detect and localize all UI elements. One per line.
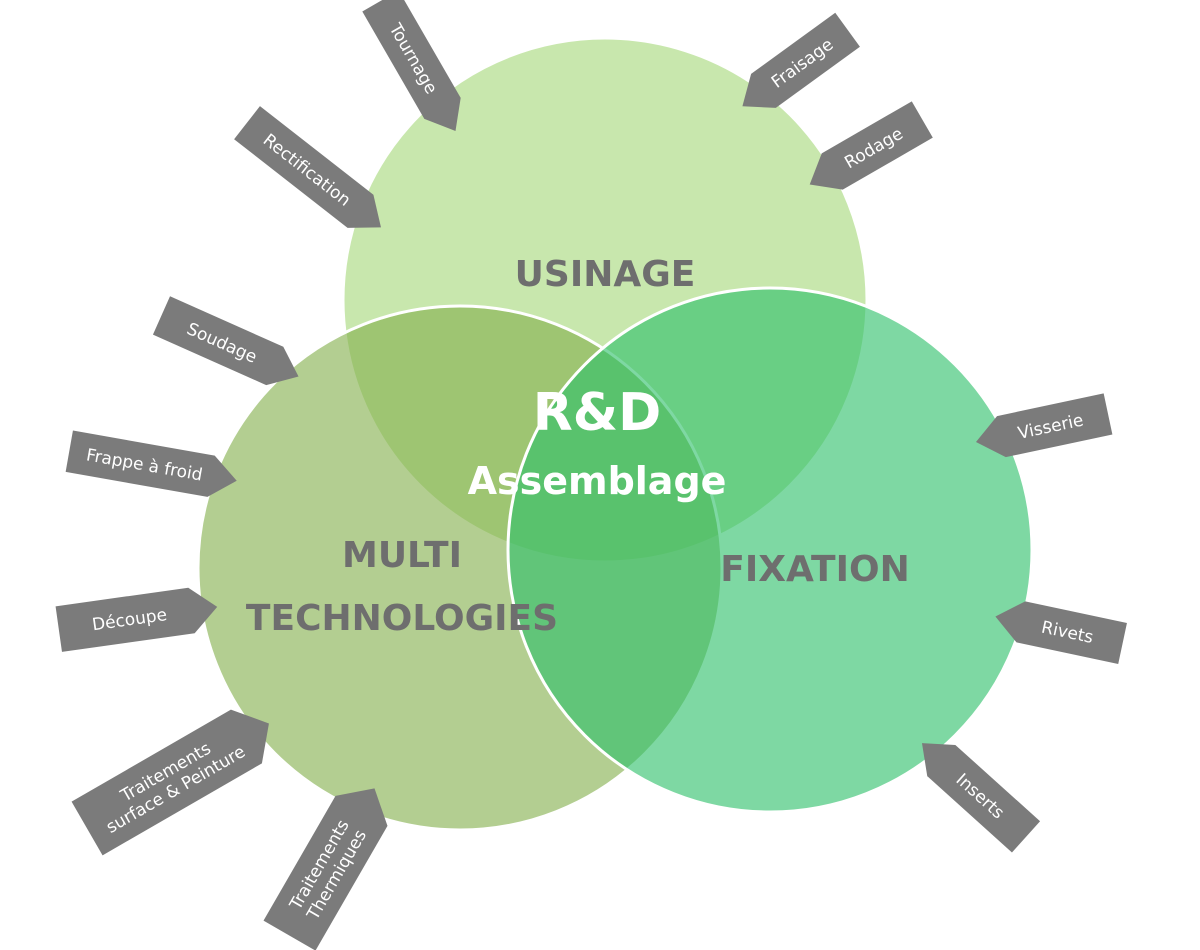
tag-arrow-shape xyxy=(263,788,388,950)
tag-arrow-shape xyxy=(742,12,860,108)
multi-label-line2: TECHNOLOGIES xyxy=(246,598,558,639)
tag-9: TraitementsThermiques xyxy=(263,788,388,950)
tag-12: Inserts xyxy=(921,743,1041,853)
tag-arrow-shape xyxy=(975,393,1113,458)
circle-fixation xyxy=(506,286,1034,814)
tag-arrow-shape xyxy=(362,0,461,131)
center-label-rd: R&D xyxy=(533,383,662,443)
tag-arrow-shape xyxy=(71,709,269,856)
tag-11: Rivets xyxy=(995,601,1127,665)
fixation-label: FIXATION xyxy=(720,549,910,590)
tag-arrow-shape xyxy=(65,430,237,497)
tag-7: Découpe xyxy=(55,587,218,652)
tag-arrow-shape xyxy=(995,601,1127,665)
tag-arrow-shape xyxy=(152,296,299,386)
tag-8: Traitementssurface & Peinture xyxy=(71,709,269,856)
tag-arrow-shape xyxy=(809,101,933,190)
tag-2: Rectification xyxy=(234,106,381,228)
tag-group: TournageRectificationFraisageRodageSouda… xyxy=(55,0,1127,950)
tag-6: Frappe à froid xyxy=(65,430,237,497)
tag-10: Visserie xyxy=(975,393,1113,458)
tag-arrow-shape xyxy=(55,587,218,652)
tag-arrow-shape xyxy=(234,106,381,228)
tag-arrow-shape xyxy=(921,743,1041,853)
usinage-label: USINAGE xyxy=(515,254,696,295)
center-label-assemblage: Assemblage xyxy=(468,459,727,503)
multi-label-line1: MULTI xyxy=(342,535,462,576)
